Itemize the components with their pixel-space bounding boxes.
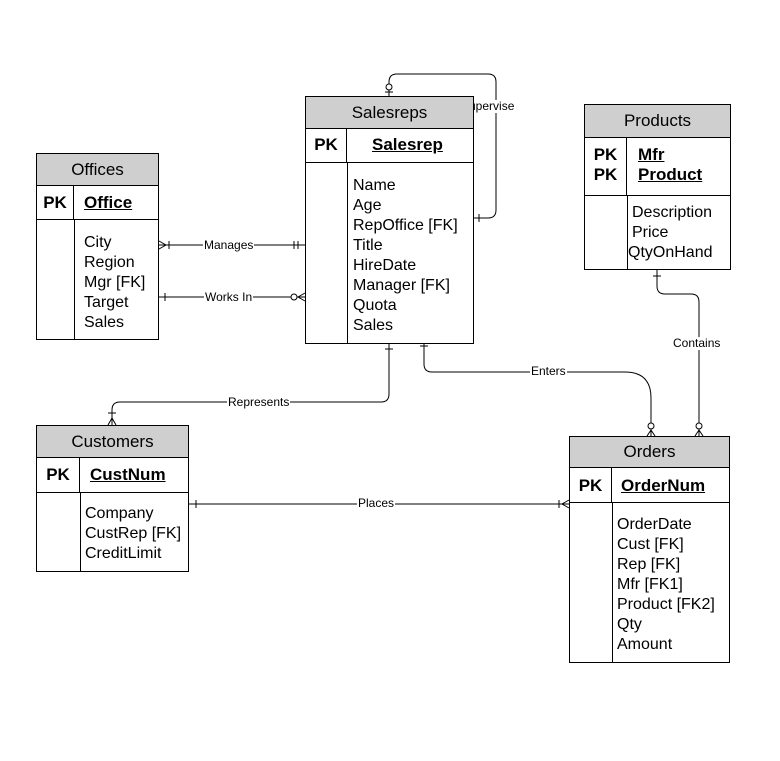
- orders-attributes: OrderDate Cust [FK] Rep [FK] Mfr [FK1] P…: [570, 503, 729, 662]
- attribute: HireDate: [353, 257, 417, 274]
- products-pk-column: PK PK: [585, 138, 627, 195]
- attribute: OrderDate: [617, 516, 692, 533]
- attribute: City: [84, 234, 112, 251]
- attribute: Region: [84, 254, 135, 271]
- represents-line: [111, 344, 390, 425]
- attribute-divider: [585, 196, 628, 269]
- attribute: Rep [FK]: [617, 556, 681, 573]
- supervise-circle-top: [385, 83, 393, 91]
- attribute: Amount: [617, 636, 673, 653]
- attribute: Sales: [84, 314, 125, 331]
- places-crow-right: [560, 499, 570, 509]
- attribute: Mfr [FK1]: [617, 576, 683, 593]
- offices-keys: Office: [84, 186, 132, 213]
- contains-circle-bottom: [695, 422, 703, 430]
- attribute: Target: [84, 294, 129, 311]
- contains-label: Contains: [672, 336, 722, 350]
- salesreps-pk-column: PK: [306, 129, 347, 162]
- offices-title: Offices: [37, 154, 158, 186]
- attribute: Quota: [353, 297, 397, 314]
- attribute: Sales: [353, 317, 394, 334]
- contains-crow-bottom: [694, 429, 704, 437]
- attribute-divider: [570, 503, 613, 662]
- attribute: Product [FK2]: [617, 596, 715, 613]
- attribute: Cust [FK]: [617, 536, 684, 553]
- pk-label: PK: [578, 476, 603, 495]
- pk-label: PK: [314, 135, 338, 154]
- offices-pk-column: PK: [37, 186, 74, 219]
- places-label: Places: [357, 496, 396, 510]
- salesreps-pk-row: PK Salesrep: [306, 129, 473, 163]
- attribute: Price: [632, 224, 669, 241]
- salesreps-entity: Salesreps PK Salesrep Name Age RepOffice…: [305, 96, 474, 344]
- primary-key: CustNum: [90, 465, 166, 484]
- customers-keys: CustNum: [90, 458, 166, 485]
- customers-title: Customers: [37, 426, 188, 458]
- enters-crow-bottom: [646, 429, 656, 437]
- works-in-circle-right: [290, 293, 298, 301]
- attribute: CustRep [FK]: [85, 525, 182, 542]
- attribute: Title: [353, 237, 383, 254]
- orders-pk-row: PK OrderNum: [570, 468, 729, 503]
- primary-key: Mfr: [638, 145, 665, 164]
- pk-label: PK: [46, 465, 70, 484]
- works-in-crow-right: [296, 292, 306, 302]
- customers-entity: Customers PK CustNum Company CustRep [FK…: [36, 425, 189, 572]
- customers-pk-row: PK CustNum: [37, 458, 188, 493]
- attribute: Company: [85, 505, 154, 522]
- products-title: Products: [585, 105, 730, 138]
- primary-key: Salesrep: [372, 135, 443, 154]
- attribute-divider: [37, 220, 75, 339]
- products-keys: Mfr Product: [638, 138, 702, 185]
- pk-label: PK: [43, 193, 67, 212]
- orders-keys: OrderNum: [621, 468, 705, 496]
- primary-key: Product: [638, 165, 703, 184]
- attribute: RepOffice [FK]: [353, 217, 458, 234]
- enters-circle-bottom: [647, 422, 655, 430]
- salesreps-attributes: Name Age RepOffice [FK] Title HireDate M…: [306, 163, 473, 343]
- attribute: Description: [632, 204, 713, 221]
- works-in-label: Works In: [204, 290, 254, 304]
- manages-label: Manages: [203, 238, 255, 252]
- offices-attributes: City Region Mgr [FK] Target Sales: [37, 220, 158, 339]
- attribute-divider: [306, 163, 348, 343]
- products-entity: Products PK PK Mfr Product Description P…: [584, 104, 731, 270]
- orders-entity: Orders PK OrderNum OrderDate Cust [FK] R…: [569, 436, 730, 663]
- customers-pk-column: PK: [37, 458, 80, 492]
- orders-pk-column: PK: [570, 468, 612, 502]
- primary-key: Office: [84, 193, 133, 212]
- salesreps-keys: Salesrep: [372, 129, 443, 155]
- attribute-divider: [37, 493, 81, 571]
- represents-label: Represents: [227, 395, 291, 409]
- orders-title: Orders: [570, 437, 729, 468]
- attribute: Name: [353, 177, 396, 194]
- offices-entity: Offices PK Office City Region Mgr [FK] T…: [36, 153, 159, 340]
- enters-label: Enters: [530, 364, 567, 378]
- customers-attributes: Company CustRep [FK] CreditLimit: [37, 493, 188, 571]
- enters-line: [423, 344, 652, 436]
- attribute: Mgr [FK]: [84, 274, 146, 291]
- attribute: QtyOnHand: [628, 244, 713, 261]
- pk-label: PK: [593, 165, 618, 184]
- products-attributes: Description Price QtyOnHand: [585, 196, 730, 269]
- manages-crow-left: [158, 240, 168, 250]
- pk-label: PK: [593, 145, 618, 164]
- offices-pk-row: PK Office: [37, 186, 158, 220]
- contains-line: [656, 270, 700, 436]
- salesreps-title: Salesreps: [306, 97, 473, 129]
- attribute: Age: [353, 197, 382, 214]
- primary-key: OrderNum: [621, 476, 706, 495]
- supervise-line: [388, 73, 497, 219]
- attribute: Qty: [617, 616, 642, 633]
- represents-crow-bottom: [107, 416, 117, 426]
- attribute: Manager [FK]: [353, 277, 450, 294]
- products-pk-row: PK PK Mfr Product: [585, 138, 730, 196]
- attribute: CreditLimit: [85, 545, 162, 562]
